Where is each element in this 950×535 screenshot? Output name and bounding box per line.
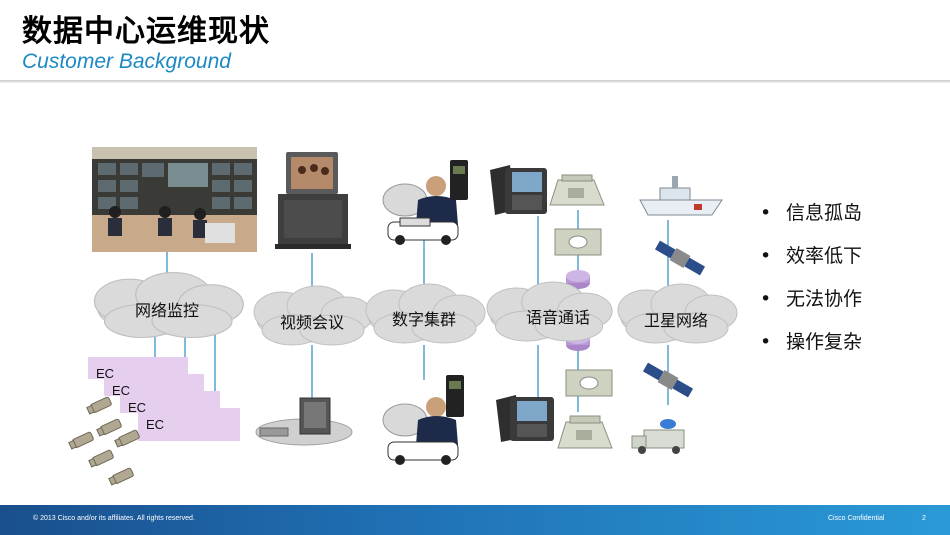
video-endpoint-device: [255, 397, 353, 446]
page-title: 数据中心运维现状: [22, 14, 270, 49]
monitoring-room-photo: [92, 147, 257, 252]
issue-item: •操作复杂: [760, 327, 862, 370]
bullet-icon: •: [760, 245, 772, 267]
cloud-label-voice-call: 语音通话: [525, 308, 590, 327]
ip-phone-top: [490, 165, 547, 215]
satellite-vehicle-icon: [631, 419, 685, 454]
ec-label: EC: [96, 366, 115, 381]
bullet-icon: •: [760, 288, 772, 310]
footer-confidential: Cisco Confidential: [828, 515, 885, 522]
cloud-label-digital-trunking: 数字集群: [391, 310, 456, 329]
ip-phone-bottom: [496, 395, 554, 442]
page-subtitle: Customer Background: [22, 50, 231, 73]
camera-group: [68, 396, 140, 486]
cloud-label-network-monitoring: 网络监控: [134, 301, 199, 320]
issues-list: •信息孤岛 •效率低下 •无法协作 •操作复杂: [760, 198, 862, 370]
ec-label: EC: [146, 417, 165, 432]
issue-item: •效率低下: [760, 241, 862, 284]
voice-gateway-bottom: [565, 369, 613, 397]
voice-gateway-top: [554, 228, 602, 256]
issue-item: •无法协作: [760, 284, 862, 327]
ec-label: EC: [128, 400, 147, 415]
issue-item: •信息孤岛: [760, 198, 862, 241]
header-divider: [0, 80, 950, 83]
satellite-top-icon: [654, 240, 706, 276]
digital-trunking-terminal-top: [382, 160, 468, 245]
ec-device-stack: [88, 357, 240, 441]
bullet-icon: •: [760, 331, 772, 353]
page-number: 2: [922, 515, 926, 522]
network-diagram: [68, 147, 738, 486]
video-conference-unit: [275, 152, 351, 249]
bullet-icon: •: [760, 202, 772, 224]
connector-lines: [154, 210, 669, 412]
satellite-bottom-icon: [642, 362, 694, 398]
footer-copyright: © 2013 Cisco and/or its affiliates. All …: [33, 515, 195, 522]
digital-trunking-terminal-bottom: [382, 375, 464, 465]
ship-icon: [639, 176, 723, 216]
footer-bar: © 2013 Cisco and/or its affiliates. All …: [0, 505, 950, 535]
analog-phone-top: [549, 174, 605, 206]
cloud-label-satellite-network: 卫星网络: [643, 311, 708, 330]
cloud-label-video-conference: 视频会议: [279, 313, 344, 332]
ec-label: EC: [112, 383, 131, 398]
analog-phone-bottom: [557, 415, 613, 449]
